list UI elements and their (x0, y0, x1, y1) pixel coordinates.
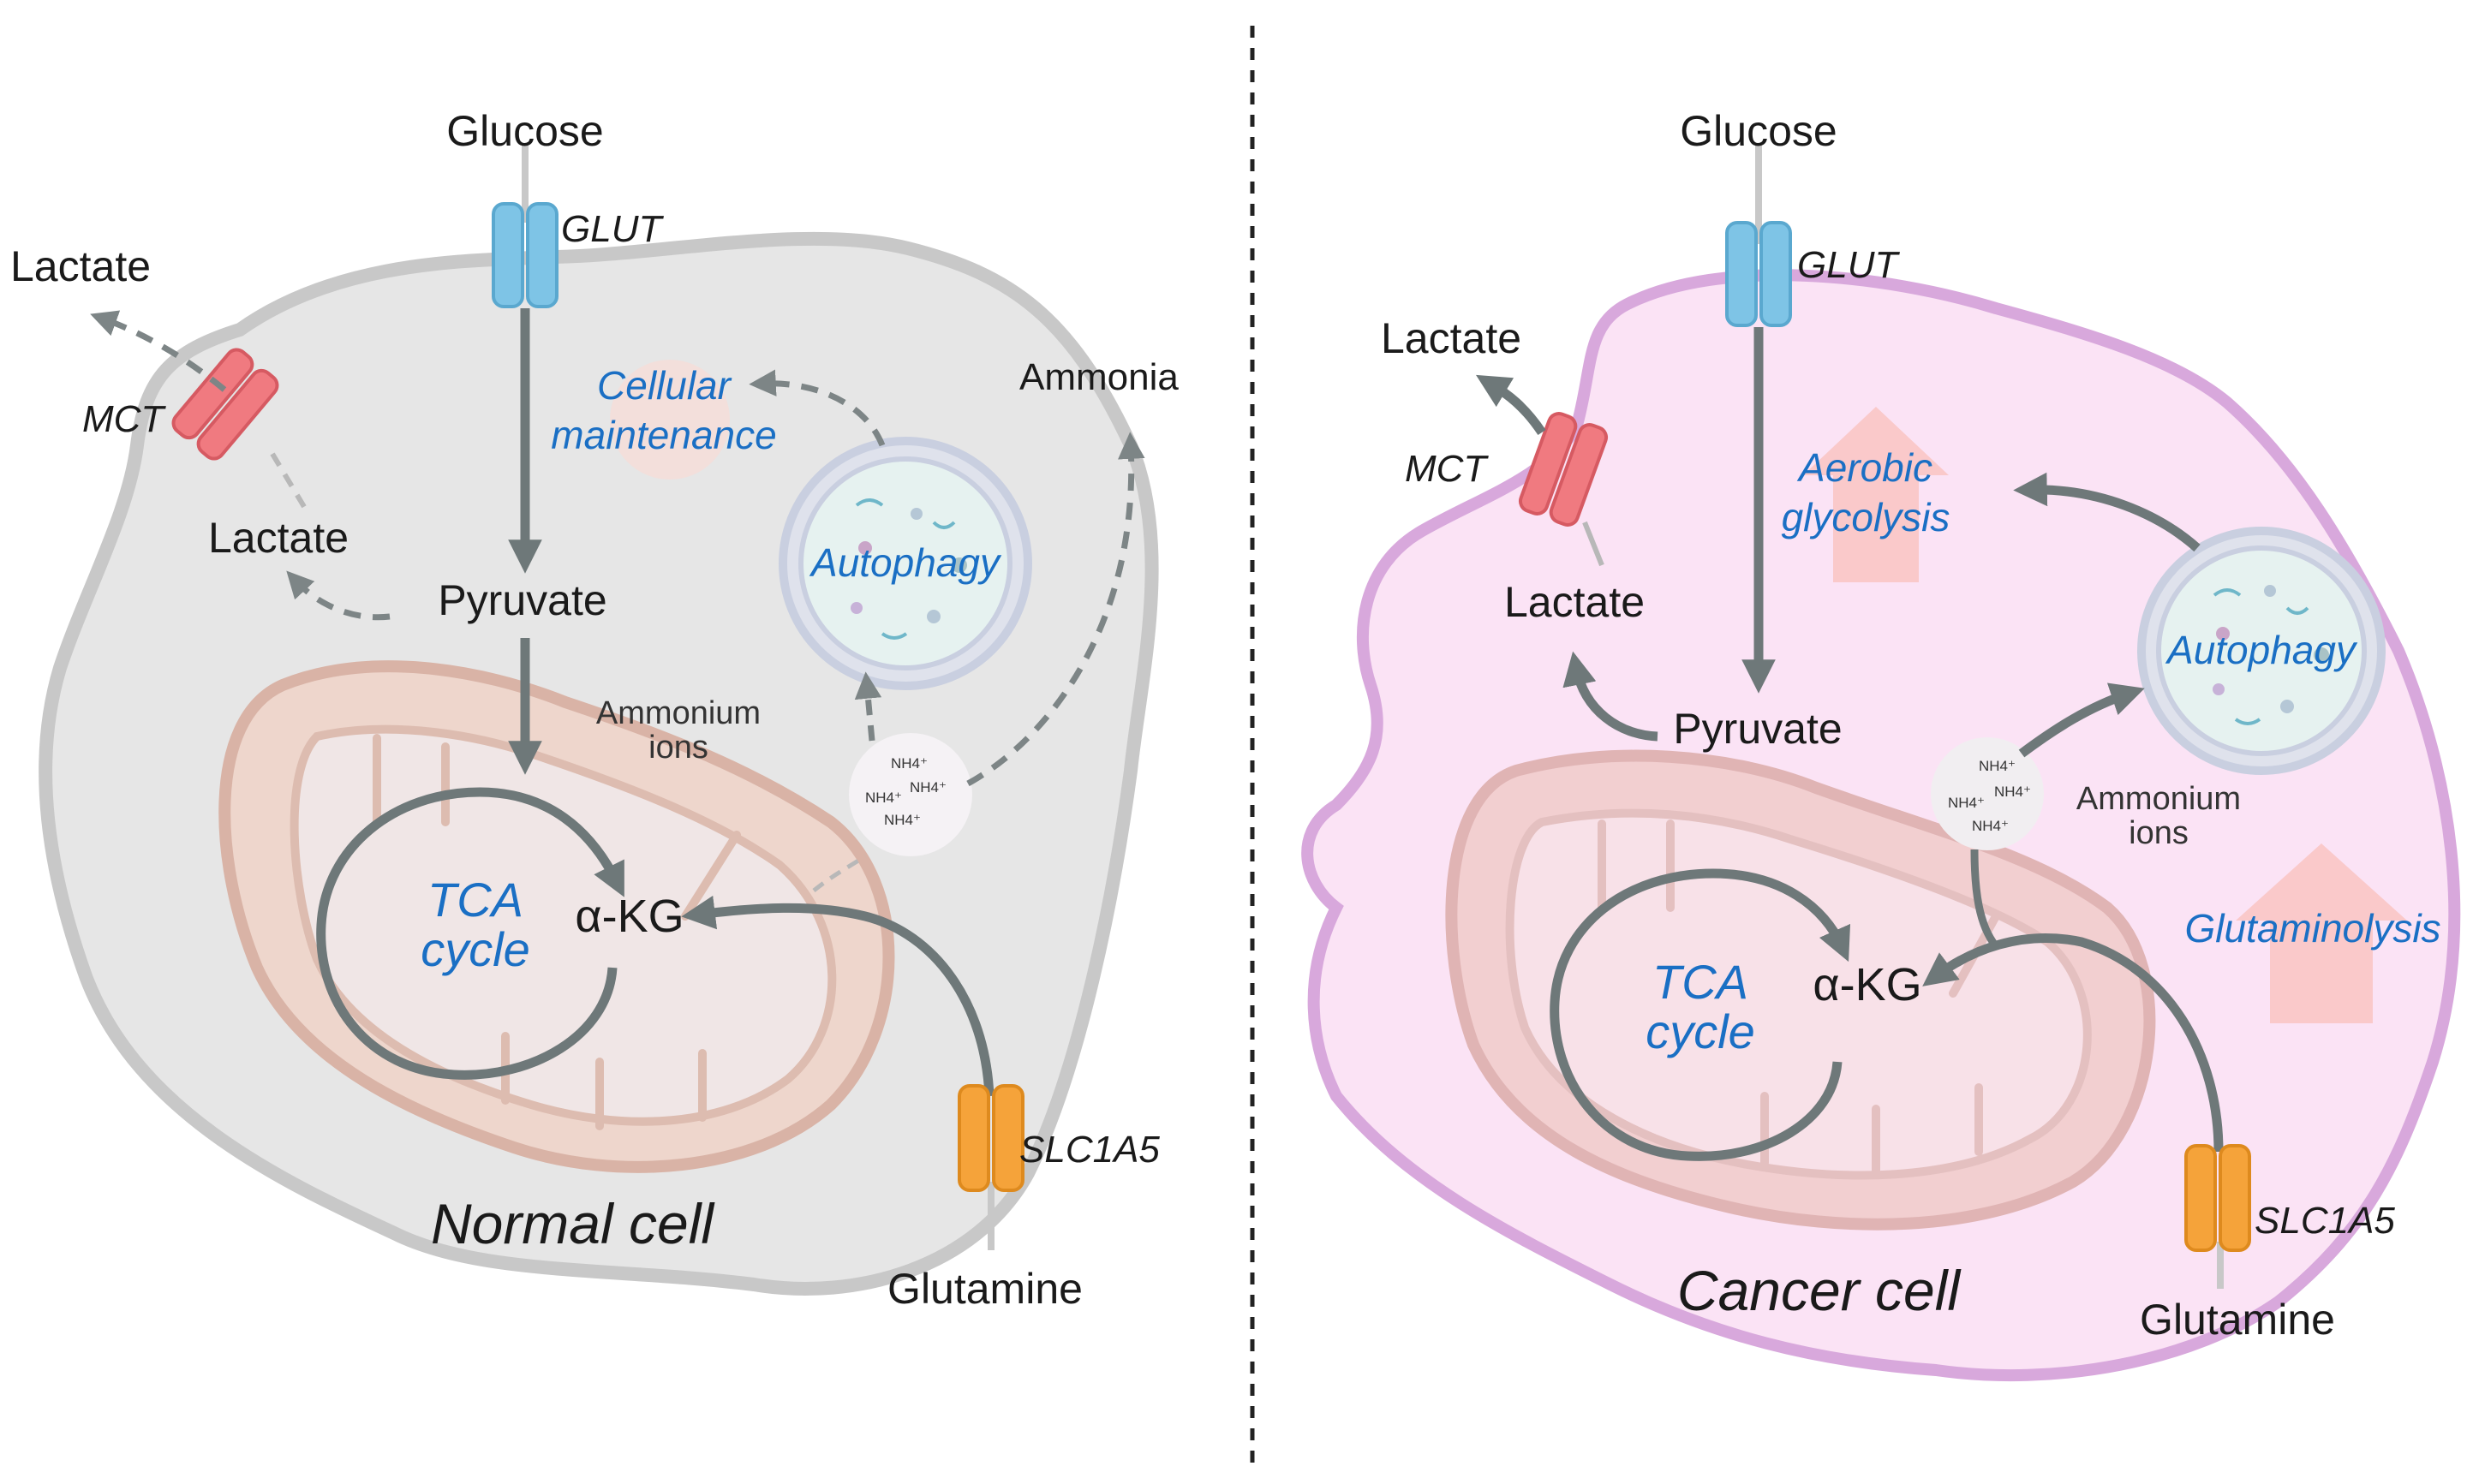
cancer-glut-label: GLUT (1797, 244, 1900, 286)
cancer-glucose-label: Glucose (1680, 107, 1837, 155)
cancer-slc1a5-label: SLC1A5 (2255, 1200, 2395, 1242)
normal-ammonium-to-ammonia-arrow (966, 432, 1145, 787)
normal-lactate-in-label: Lactate (208, 514, 349, 562)
normal-ammonia-label: Ammonia (1019, 356, 1179, 398)
cancer-nh4-2: NH4⁺ (1948, 795, 1985, 811)
normal-lactate-export-arrow (90, 310, 227, 392)
cancer-akg-label: α-KG (1813, 959, 1921, 1010)
normal-glutaminolysis-faint-line (812, 854, 867, 892)
cancer-glut-transporter-icon (1725, 221, 1792, 327)
cancer-pyruvate-to-lactate-arrow (1562, 651, 1658, 742)
normal-mct-inner-line (270, 452, 311, 516)
cancer-pyruvate-label: Pyruvate (1673, 705, 1842, 753)
normal-mitochondrion-icon (218, 660, 895, 1173)
normal-pyruvate-to-lactate-arrow (286, 570, 391, 621)
cancer-aerobic-label-2: glycolysis (1782, 495, 1950, 539)
cancer-autophagosome-icon (2137, 527, 2386, 775)
cancer-lactate-in-label: Lactate (1504, 578, 1645, 626)
cancer-ammonium-cluster-icon (1931, 737, 2044, 850)
normal-pyruvate-label: Pyruvate (438, 576, 606, 624)
cancer-glutamine-to-akg-arrow (1922, 933, 2224, 1153)
normal-nh4-2: NH4⁺ (865, 790, 902, 806)
normal-glutamine-label: Glutamine (887, 1265, 1083, 1313)
cancer-cell-panel: NH4⁺ NH4⁺ NH4⁺ NH4⁺ (1301, 107, 2461, 1382)
cancer-ammonium-to-autophagy-arrow (2018, 682, 2145, 758)
cancer-mct-inner-line (1582, 521, 1604, 567)
cancer-mct-label: MCT (1405, 448, 1489, 490)
normal-glutamine-to-akg-arrow (681, 895, 995, 1097)
normal-cell-panel: NH4⁺ NH4⁺ NH4⁺ NH4⁺ (10, 107, 1179, 1313)
normal-autophagosome-icon (779, 437, 1032, 690)
cancer-ammonium-label-1: Ammonium (2076, 781, 2241, 817)
normal-mct-label: MCT (82, 398, 166, 440)
normal-ammonium-to-autophagy-arrow (854, 671, 882, 742)
cancer-tca-label-2: cycle (1646, 1004, 1755, 1058)
normal-nh4-1: NH4⁺ (891, 755, 928, 772)
normal-nh4-3: NH4⁺ (910, 779, 947, 796)
cancer-aerobic-upregulation-arrow-icon (1803, 407, 1949, 582)
normal-cell-title: Normal cell (431, 1192, 715, 1255)
normal-glut-transporter-icon (492, 202, 559, 308)
cancer-mitochondrion-icon (1445, 749, 2156, 1231)
normal-glucose-label: Glucose (446, 107, 603, 155)
cancer-cell-title: Cancer cell (1677, 1259, 1962, 1322)
normal-ammonium-label-1: Ammonium (596, 695, 761, 731)
normal-mct-transporter-icon (171, 348, 279, 461)
normal-glut-label: GLUT (561, 208, 664, 250)
normal-maintenance-glow (610, 360, 730, 480)
normal-ammonium-cluster-icon (849, 733, 972, 856)
cancer-mct-transporter-icon (1518, 412, 1609, 527)
normal-tca-label-1: TCA (427, 873, 523, 927)
cancer-tca-label-1: TCA (1652, 955, 1748, 1009)
normal-cellular-maintenance-label-2: maintenance (551, 413, 776, 457)
cancer-tca-cycle-arrow (1550, 868, 1851, 1161)
cancer-autophagy-to-aerobic-arrow (2013, 472, 2201, 552)
cancer-glutamine-to-ammonium-line (1970, 849, 1999, 949)
normal-tca-cycle-arrow (316, 787, 624, 1080)
cancer-nh4-1: NH4⁺ (1979, 758, 2016, 774)
normal-cellular-maintenance-label-1: Cellular (597, 363, 732, 408)
cancer-glutamine-label: Glutamine (2140, 1296, 2335, 1344)
cancer-lactate-out-label: Lactate (1381, 314, 1521, 362)
normal-autophagy-label: Autophagy (809, 540, 1002, 585)
cancer-nh4-3: NH4⁺ (1994, 784, 2031, 800)
normal-slc1a5-label: SLC1A5 (1019, 1129, 1160, 1171)
cancer-lactate-export-arrow (1476, 374, 1546, 436)
normal-slc1a5-transporter-icon (958, 1084, 1024, 1192)
normal-lactate-out-label: Lactate (10, 242, 151, 290)
cancer-aerobic-label-1: Aerobic (1796, 445, 1932, 490)
normal-nh4-4: NH4⁺ (884, 812, 921, 828)
cancer-glutaminolysis-upregulation-arrow-icon (2236, 843, 2407, 1023)
cancer-slc1a5-transporter-icon (2184, 1144, 2251, 1252)
normal-ammonium-label-2: ions (648, 730, 708, 766)
cancer-ammonium-label-2: ions (2129, 815, 2189, 851)
normal-tca-label-2: cycle (421, 922, 530, 976)
cancer-autophagy-label: Autophagy (2165, 628, 2358, 672)
cancer-glutaminolysis-label: Glutaminolysis (2184, 906, 2440, 951)
cancer-nh4-4: NH4⁺ (1972, 818, 2009, 834)
normal-autophagy-to-maintenance-arrow (749, 369, 886, 447)
normal-akg-label: α-KG (575, 891, 684, 942)
